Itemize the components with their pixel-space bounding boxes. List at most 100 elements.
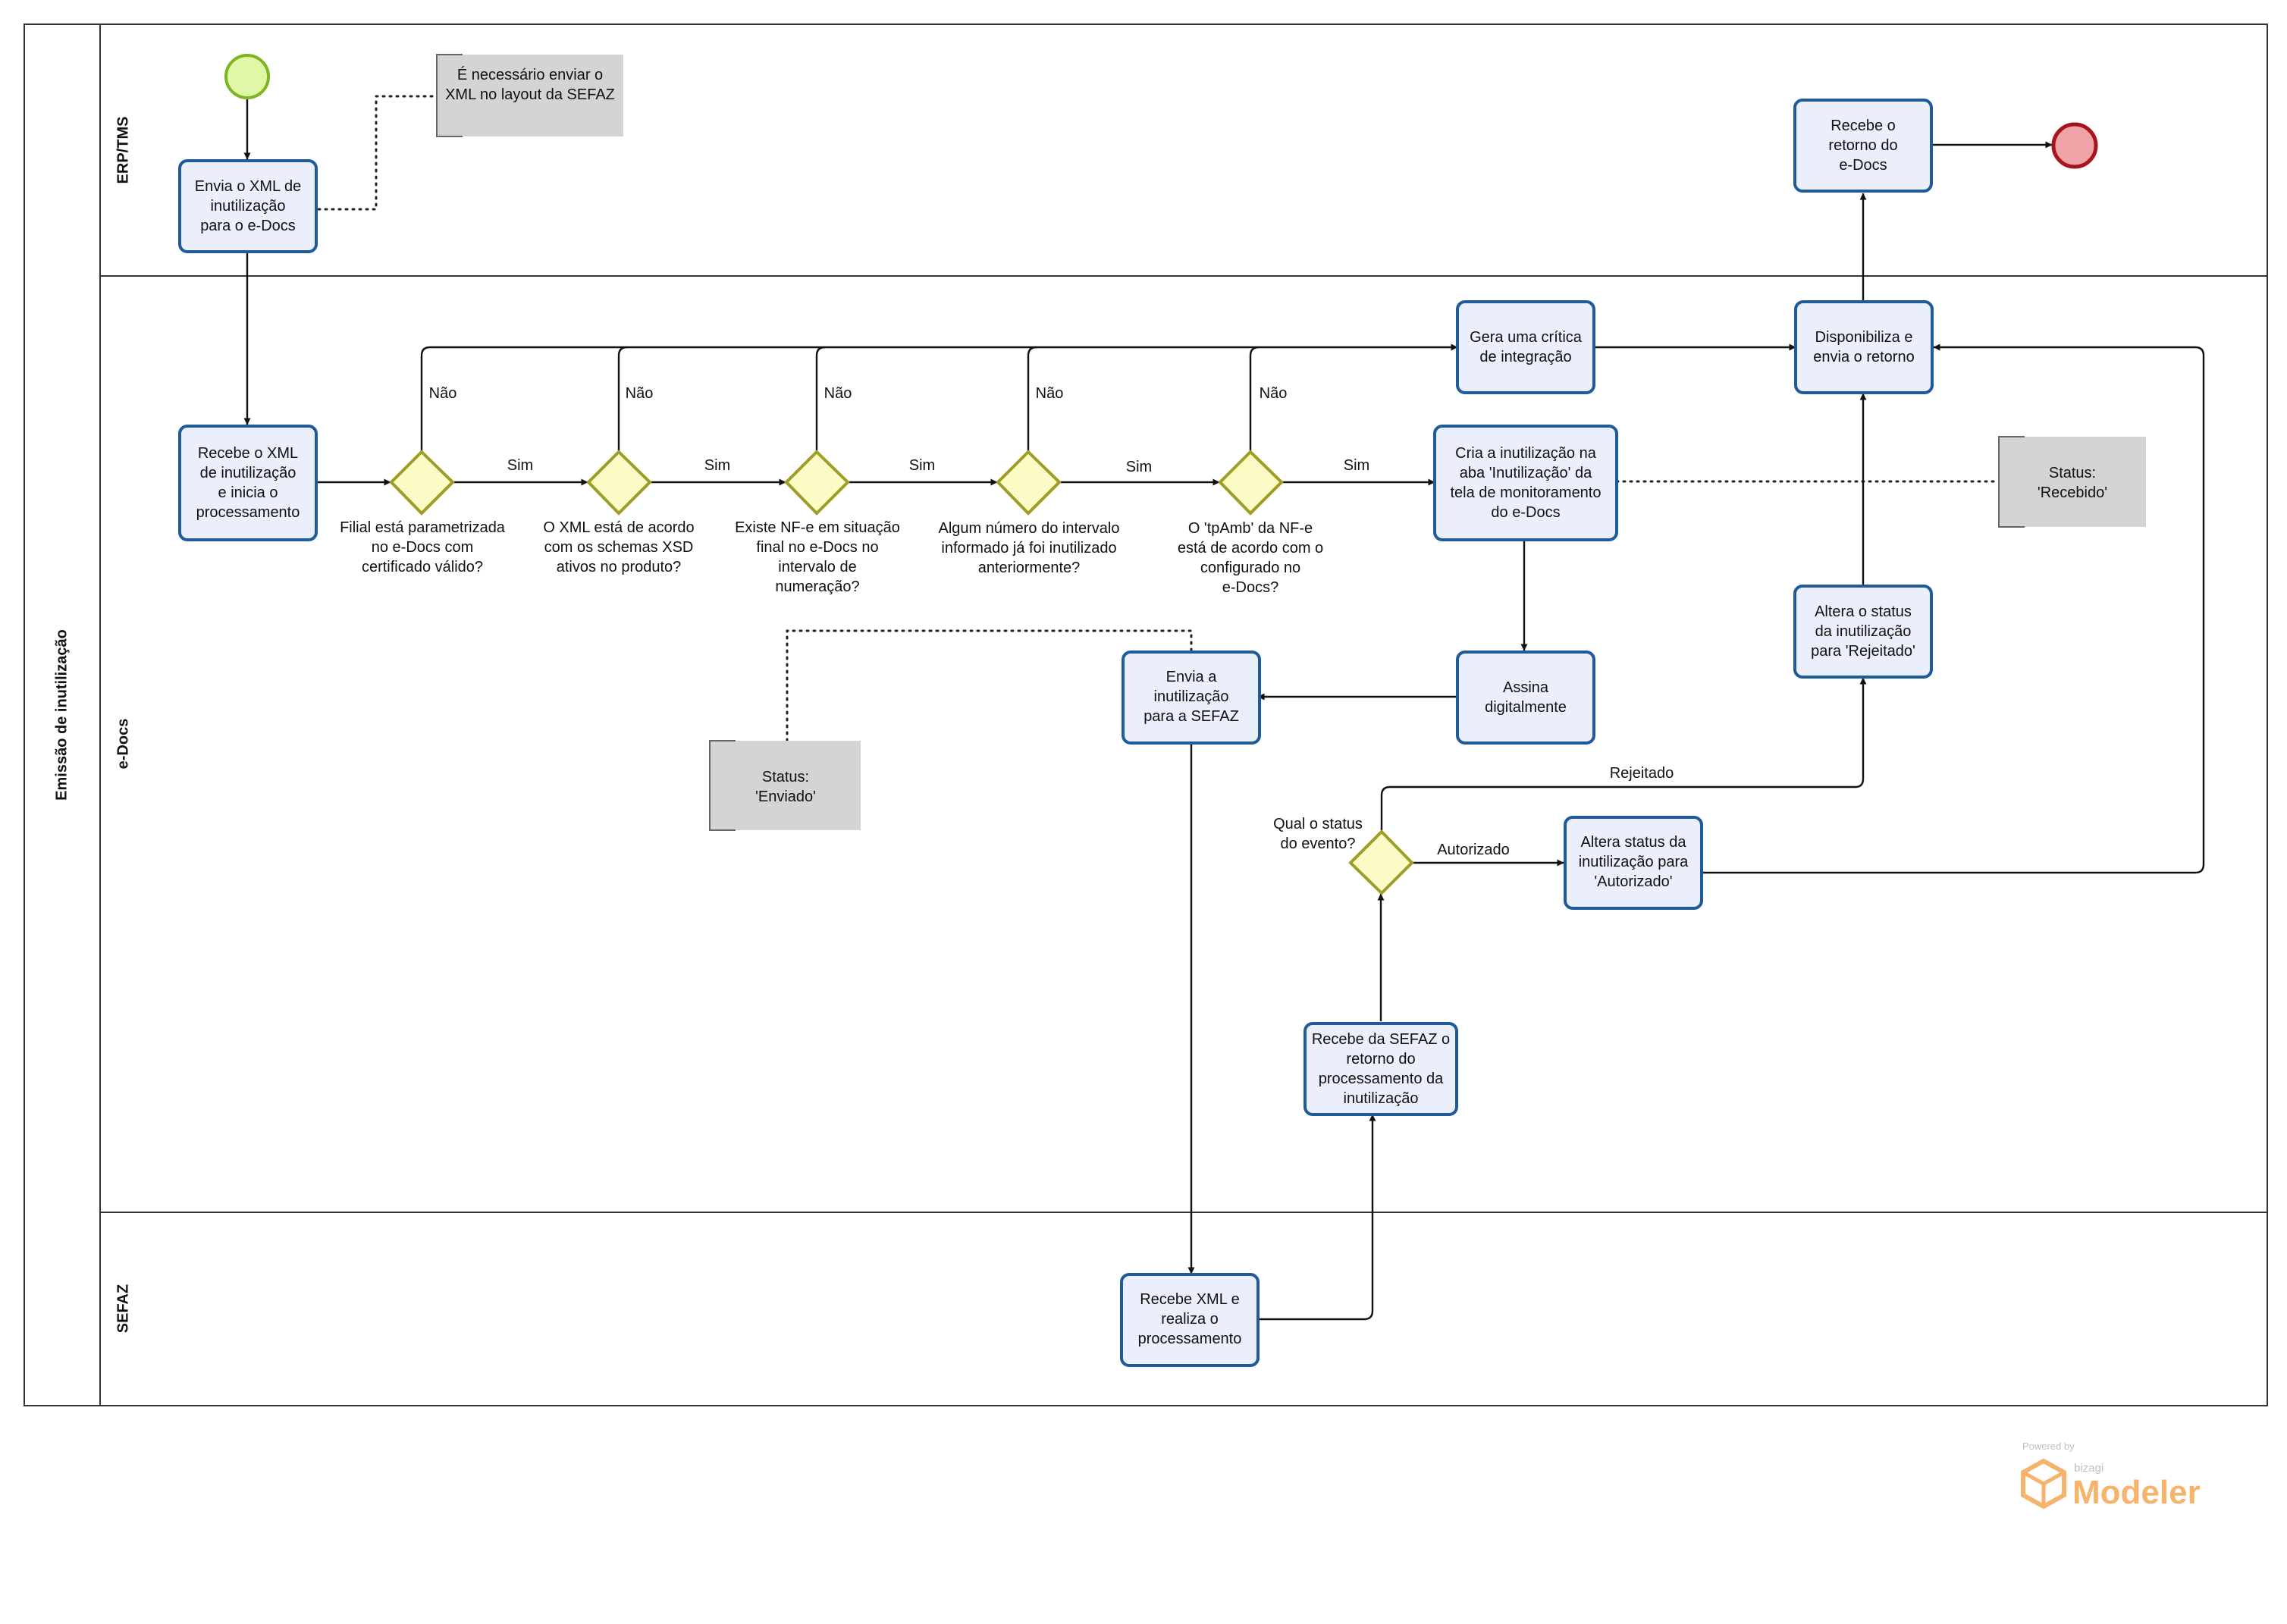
flow-label-nao: Não [429, 385, 457, 402]
text-line: Envia a [1166, 669, 1218, 685]
text-line: para o e-Docs [200, 218, 296, 234]
text-line: processamento [1138, 1331, 1242, 1347]
text-line: Existe NF-e em situação [735, 519, 900, 536]
text-line: Status: [762, 769, 809, 785]
text-line: do evento? [1281, 836, 1356, 852]
text-line: Recebe o [1831, 118, 1896, 134]
flow-label-nao: Não [824, 385, 852, 402]
gateway-certificado[interactable]: Filial está parametrizada no e-Docs com ce… [340, 450, 506, 575]
text-line: configurado no [1200, 560, 1300, 576]
text-line: e-Docs [1839, 157, 1887, 174]
text-line: Disponibiliza e [1815, 329, 1913, 346]
task-recebe-sefaz-retorno[interactable]: Recebe da SEFAZ o retorno do processamento… [1303, 1022, 1458, 1116]
text-line: inutilização para [1579, 854, 1689, 870]
task-label: Recebe XML e realiza o processamento [1138, 1291, 1242, 1347]
flow-label-sim: Sim [1126, 459, 1152, 475]
text-line: processamento [196, 504, 300, 521]
task-disponibiliza[interactable]: Disponibiliza e envia o retorno [1794, 300, 1934, 394]
task-gera-critica[interactable]: Gera uma crítica de integração [1456, 300, 1595, 394]
task-envia-xml[interactable]: Envia o XML de inutilização para o e-Docs [178, 159, 318, 253]
text-line: no e-Docs com [372, 539, 474, 556]
text-line: Qual o status [1273, 816, 1363, 832]
text-line: de integração [1479, 349, 1571, 365]
task-recebe-xml[interactable]: Recebe o XML de inutilização e inicia o pro… [178, 425, 318, 541]
text-line: para a SEFAZ [1144, 708, 1239, 725]
text-line: Filial está parametrizada [340, 519, 506, 536]
text-line: está de acordo com o [1178, 540, 1323, 556]
watermark-brand: bizagi [2074, 1462, 2103, 1475]
text-line: 'Enviado' [755, 788, 816, 805]
text-line: processamento da [1319, 1071, 1444, 1087]
gateway-nfe-situacao[interactable]: Existe NF-e em situação final no e-Docs n… [735, 450, 900, 595]
task-label: Envia o XML de inutilização para o e-Docs [195, 178, 301, 234]
gateway-status-evento[interactable]: Qual o status do evento? [1273, 816, 1414, 895]
text-line: Recebe XML e [1140, 1291, 1240, 1308]
annotation-text: Status: 'Enviado' [755, 769, 816, 805]
text-line: inutilização [211, 198, 286, 215]
text-line: envia o retorno [1813, 349, 1914, 365]
pool-title: Emissão de inutilização [53, 629, 70, 801]
text-line: aba 'Inutilização' da [1460, 465, 1592, 481]
bizagi-watermark: Powered by bizagi Modeler [2021, 1441, 2201, 1511]
task-recebe-processamento[interactable]: Recebe XML e realiza o processamento [1120, 1273, 1260, 1367]
text-line: de inutilização [200, 465, 296, 481]
text-line: inutilização [1344, 1090, 1419, 1107]
end-event[interactable] [2051, 122, 2098, 169]
text-line: 'Recebido' [2038, 484, 2107, 501]
text-line: intervalo de [778, 559, 856, 575]
gateway-label: Qual o status do evento? [1273, 816, 1363, 852]
flow-label-sim: Sim [1344, 457, 1369, 474]
text-line: retorno do [1828, 137, 1897, 154]
associations [317, 95, 2000, 742]
annotation-status-enviado: Status: 'Enviado' [709, 740, 861, 831]
text-line: Envia o XML de [195, 178, 301, 195]
bizagi-logo-icon [2021, 1458, 2066, 1510]
text-line: Recebe da SEFAZ o [1312, 1031, 1450, 1048]
pool: Emissão de inutilização ERP/TMS e-Docs S… [24, 24, 2268, 1406]
flow-label-nao: Não [1036, 385, 1064, 402]
gateway-label: Filial está parametrizada no e-Docs com ce… [340, 519, 506, 575]
task-label: Recebe o XML de inutilização e inicia o pro… [196, 445, 300, 521]
lane-label-sefaz: SEFAZ [115, 1284, 131, 1333]
flow-label-rejeitado: Rejeitado [1610, 765, 1674, 782]
flow-label-sim: Sim [909, 457, 935, 474]
text-line: do e-Docs [1491, 504, 1560, 521]
text-line: e-Docs? [1222, 579, 1278, 596]
text-line: O XML está de acordo [543, 519, 694, 536]
lane-label-erp: ERP/TMS [115, 117, 131, 184]
text-line: Recebe o XML [198, 445, 298, 462]
text-line: Algum número do intervalo [938, 520, 1119, 537]
text-line: Gera uma crítica [1470, 329, 1583, 346]
sequence-flows [243, 99, 2205, 1321]
task-recebe-retorno[interactable]: Recebe o retorno do e-Docs [1793, 99, 1933, 193]
text-line: XML no layout da SEFAZ [445, 86, 615, 103]
text-line: com os schemas XSD [544, 539, 694, 556]
text-line: Altera status da [1581, 834, 1687, 851]
text-line: e inicia o [218, 484, 278, 501]
flow-label-autorizado: Autorizado [1437, 842, 1510, 858]
text-line: da inutilização [1815, 623, 1912, 640]
text-line: retorno do [1346, 1051, 1415, 1068]
text-line: certificado válido? [362, 559, 483, 575]
text-line: realiza o [1161, 1311, 1219, 1328]
text-line: final no e-Docs no [756, 539, 878, 556]
start-event[interactable] [224, 54, 270, 99]
text-line: para 'Rejeitado' [1811, 643, 1915, 660]
